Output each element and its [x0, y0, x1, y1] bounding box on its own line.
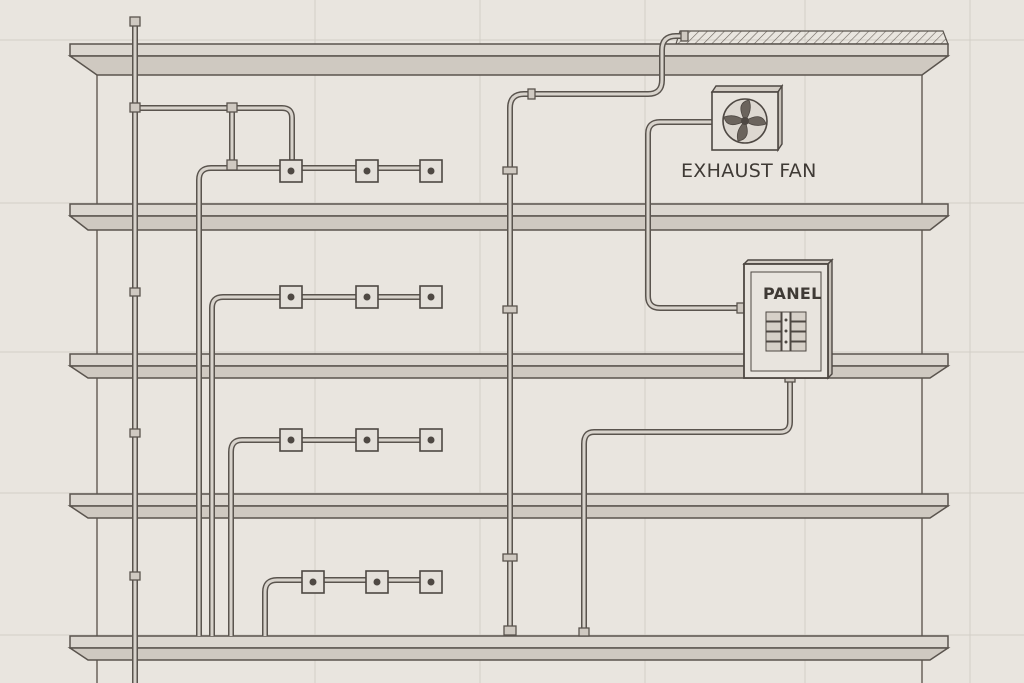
breaker-grid — [765, 311, 807, 352]
exhaust-fan-label: EXHAUST FAN — [681, 160, 817, 182]
junction-box — [419, 285, 443, 309]
conduit-top-branch — [135, 105, 295, 168]
roof-hatch — [675, 30, 949, 45]
junction-box — [355, 285, 379, 309]
junction-box — [301, 570, 325, 594]
junction-box — [419, 159, 443, 183]
junction-box — [419, 428, 443, 452]
junction-box — [279, 285, 303, 309]
slab-5-under — [67, 647, 951, 661]
conduit-couplings — [129, 16, 796, 637]
junction-box — [279, 428, 303, 452]
slab-5 — [69, 635, 949, 649]
electrical-panel — [742, 258, 834, 380]
conduit-row4 — [262, 577, 432, 636]
conduit-riser-main — [507, 33, 686, 632]
fan-icon — [710, 83, 784, 153]
junction-box — [419, 570, 443, 594]
junction-box — [279, 159, 303, 183]
junction-box — [365, 570, 389, 594]
junction-boxes — [279, 159, 443, 594]
slab-1 — [67, 43, 951, 76]
conduit-row3 — [228, 437, 432, 636]
junction-box — [355, 428, 379, 452]
panel-label: PANEL — [763, 284, 822, 303]
junction-box — [355, 159, 379, 183]
